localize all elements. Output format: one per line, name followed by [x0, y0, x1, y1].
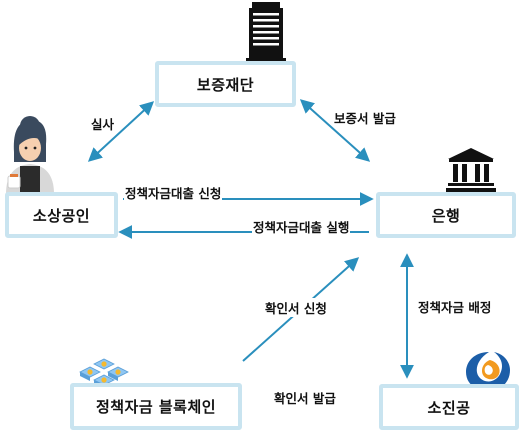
office-building-icon — [246, 2, 286, 62]
arrow-guarantee-issue — [299, 99, 371, 162]
node-small-business-owner: 소상공인 — [5, 192, 118, 238]
label-loan-apply: 정책자금대출 신청 — [124, 183, 223, 202]
bank-building-icon — [446, 148, 496, 192]
node-bank: 은행 — [376, 192, 516, 238]
label-loan-execute: 정책자금대출 실행 — [252, 217, 351, 236]
node-sojingong: 소진공 — [379, 384, 519, 430]
arrow-inspection — [87, 101, 155, 162]
label-inspection: 실사 — [90, 114, 116, 133]
sojingong-logo-icon — [466, 352, 510, 391]
label-guarantee-issue: 보증서 발급 — [333, 108, 397, 127]
label-fund-allocation: 정책자금 배정 — [417, 297, 493, 316]
node-policy-fund-blockchain: 정책자금 블록체인 — [70, 383, 242, 430]
blockchain-blocks-icon — [79, 358, 129, 389]
node-guarantee-foundation: 보증재단 — [155, 61, 296, 107]
label-confirm-issue: 확인서 발급 — [273, 388, 337, 407]
barista-person-icon — [6, 116, 54, 194]
label-confirm-request: 확인서 신청 — [264, 298, 328, 317]
